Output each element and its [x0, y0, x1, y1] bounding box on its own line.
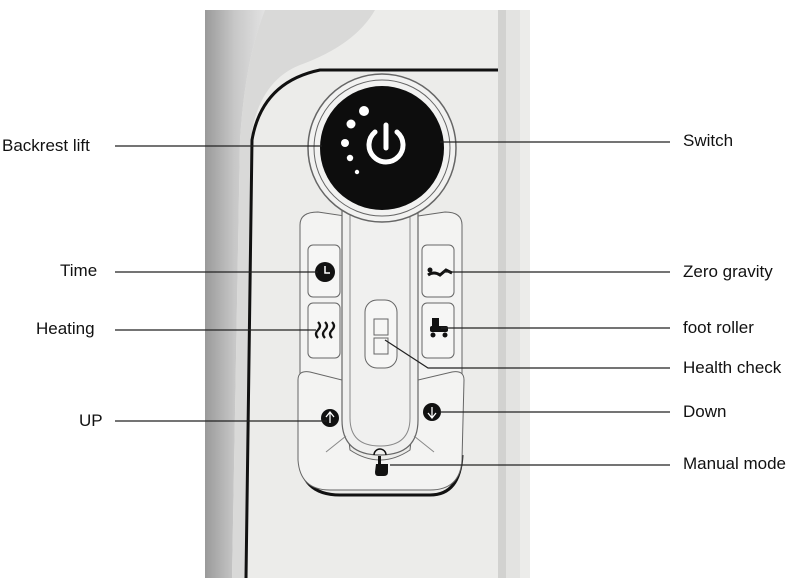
left-edge	[205, 10, 265, 578]
up-arrow-icon	[321, 409, 339, 427]
power-icon	[366, 129, 406, 165]
label-down: Down	[683, 402, 727, 421]
label-foot-roller: foot roller	[683, 318, 754, 337]
leader-lines	[115, 141, 670, 466]
backrest-level-dots	[341, 106, 369, 175]
label-manual-mode: Manual mode	[683, 454, 787, 473]
label-switch: Switch	[683, 131, 734, 150]
manual-touch-icon	[373, 448, 388, 476]
label-zero-gravity: Zero gravity	[683, 262, 773, 281]
label-backrest-lift: Backrest lift	[2, 136, 90, 155]
down-arrow-icon	[423, 403, 441, 421]
zero-gravity-icon	[427, 267, 453, 277]
clock-icon	[315, 262, 335, 282]
label-heating: Heating	[36, 319, 95, 338]
switch-button	[320, 86, 444, 210]
heating-icon	[314, 321, 336, 339]
label-time: Time	[60, 261, 98, 280]
label-up: UP	[79, 411, 103, 430]
label-health-check: Health check	[683, 358, 782, 377]
